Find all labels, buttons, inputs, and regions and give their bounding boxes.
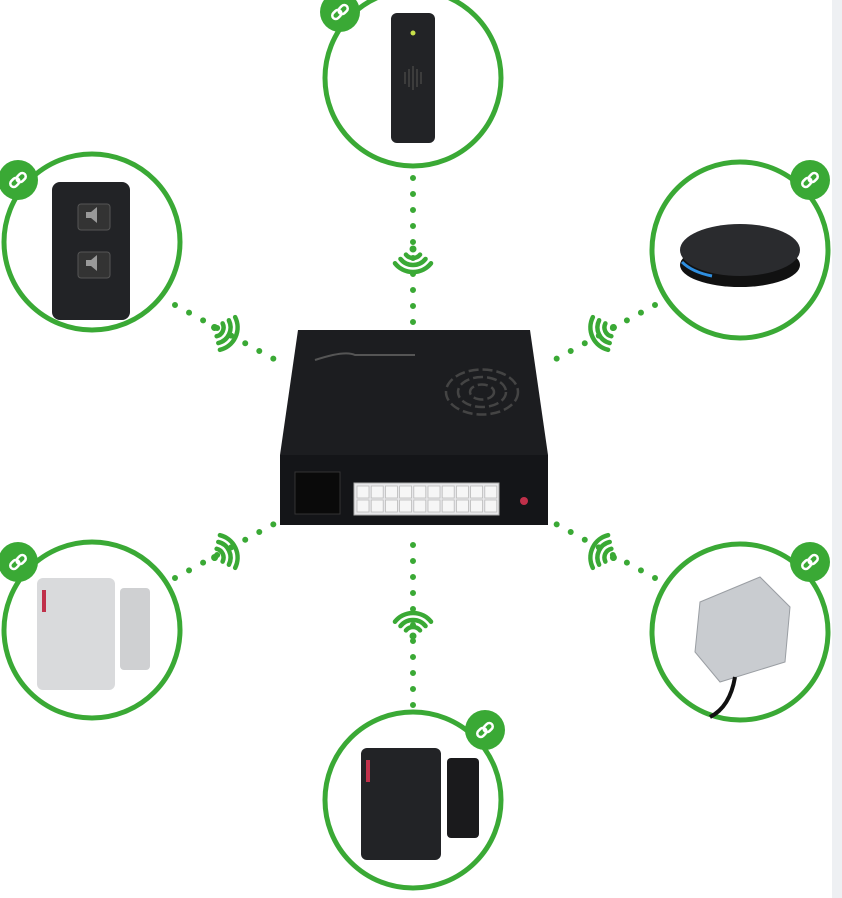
link-icon xyxy=(320,0,360,32)
link-icon xyxy=(0,542,38,582)
siren-device-icon xyxy=(391,13,435,143)
link-icon xyxy=(0,160,38,200)
wireless-signal-icon xyxy=(392,245,434,275)
door-contact-black-icon xyxy=(361,748,479,860)
device-node-right-bottom xyxy=(542,515,831,723)
device-node-top xyxy=(320,0,504,328)
link-icon xyxy=(790,542,830,582)
wireless-signal-icon xyxy=(588,314,617,353)
device-node-left-top xyxy=(0,151,288,368)
link-icon xyxy=(465,710,505,750)
device-node-right-top xyxy=(542,159,831,368)
scrollbar-track xyxy=(832,0,842,898)
wireless-signal-icon xyxy=(588,532,617,571)
remote-keyfob-icon xyxy=(52,182,130,320)
vibration-sensor-icon xyxy=(694,576,791,719)
alarm-control-unit-icon xyxy=(280,330,548,525)
link-icon xyxy=(790,160,830,200)
device-node-bottom xyxy=(322,532,505,891)
device-node-left-bottom xyxy=(0,515,288,721)
wireless-signal-icon xyxy=(211,532,240,571)
door-contact-white-icon xyxy=(37,578,150,690)
wireless-signal-icon xyxy=(392,610,434,640)
puck-sensor-icon xyxy=(680,224,800,287)
wireless-signal-icon xyxy=(211,314,240,353)
